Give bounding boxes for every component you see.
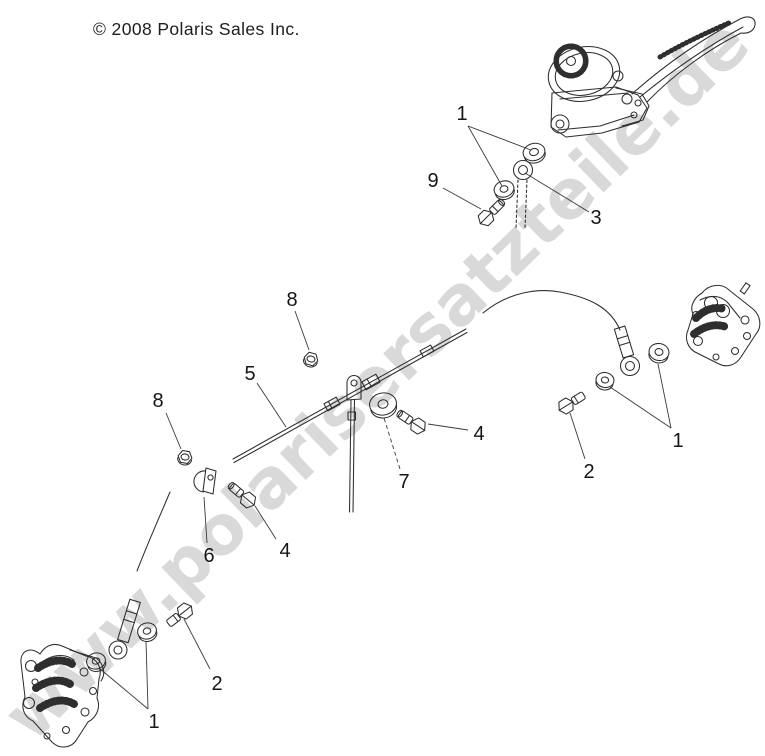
callout-8-upper: 8 — [286, 289, 298, 311]
nut-icon — [303, 351, 319, 368]
callout-5: 5 — [244, 363, 256, 385]
callout-3: 3 — [590, 207, 602, 229]
hose-left-drawing — [86, 491, 193, 673]
banjo-bolt-icon — [558, 391, 586, 415]
washer-icon — [522, 142, 546, 164]
washer-icon — [595, 371, 615, 391]
callout-9: 9 — [427, 170, 439, 192]
callout-6: 6 — [203, 545, 215, 567]
washer-icon — [648, 342, 670, 364]
caliper-right-drawing — [685, 282, 761, 367]
banjo-bolt-icon — [477, 198, 506, 227]
callout-8-lower: 8 — [152, 390, 164, 412]
callout-4-middle: 4 — [473, 423, 485, 445]
master-cylinder-drawing — [547, 16, 756, 138]
caliper-left-drawing — [20, 643, 105, 748]
callout-7: 7 — [398, 471, 410, 493]
callout-2-right: 2 — [583, 461, 595, 483]
nut-icon — [177, 449, 193, 466]
upper-fitting-group — [477, 142, 546, 229]
washer-icon — [137, 622, 158, 643]
washer-icon — [493, 180, 515, 201]
banjo-bolt-icon — [166, 602, 193, 627]
grommet-icon — [369, 392, 398, 419]
callout-4-left: 4 — [279, 540, 291, 562]
middle-parts-group — [177, 351, 426, 509]
leader-lines — [98, 125, 672, 710]
callout-1-bottom: 1 — [148, 711, 160, 733]
callout-2-bottom: 2 — [211, 673, 223, 695]
clamp-icon — [193, 467, 217, 495]
brake-line-drawing — [232, 328, 468, 513]
bolt-icon — [227, 482, 257, 509]
callout-1-top: 1 — [456, 103, 468, 125]
hose-right-drawing — [482, 290, 670, 415]
copyright-text: © 2008 Polaris Sales Inc. — [93, 19, 300, 39]
callout-1-right: 1 — [672, 430, 684, 452]
bolt-icon — [396, 409, 426, 435]
